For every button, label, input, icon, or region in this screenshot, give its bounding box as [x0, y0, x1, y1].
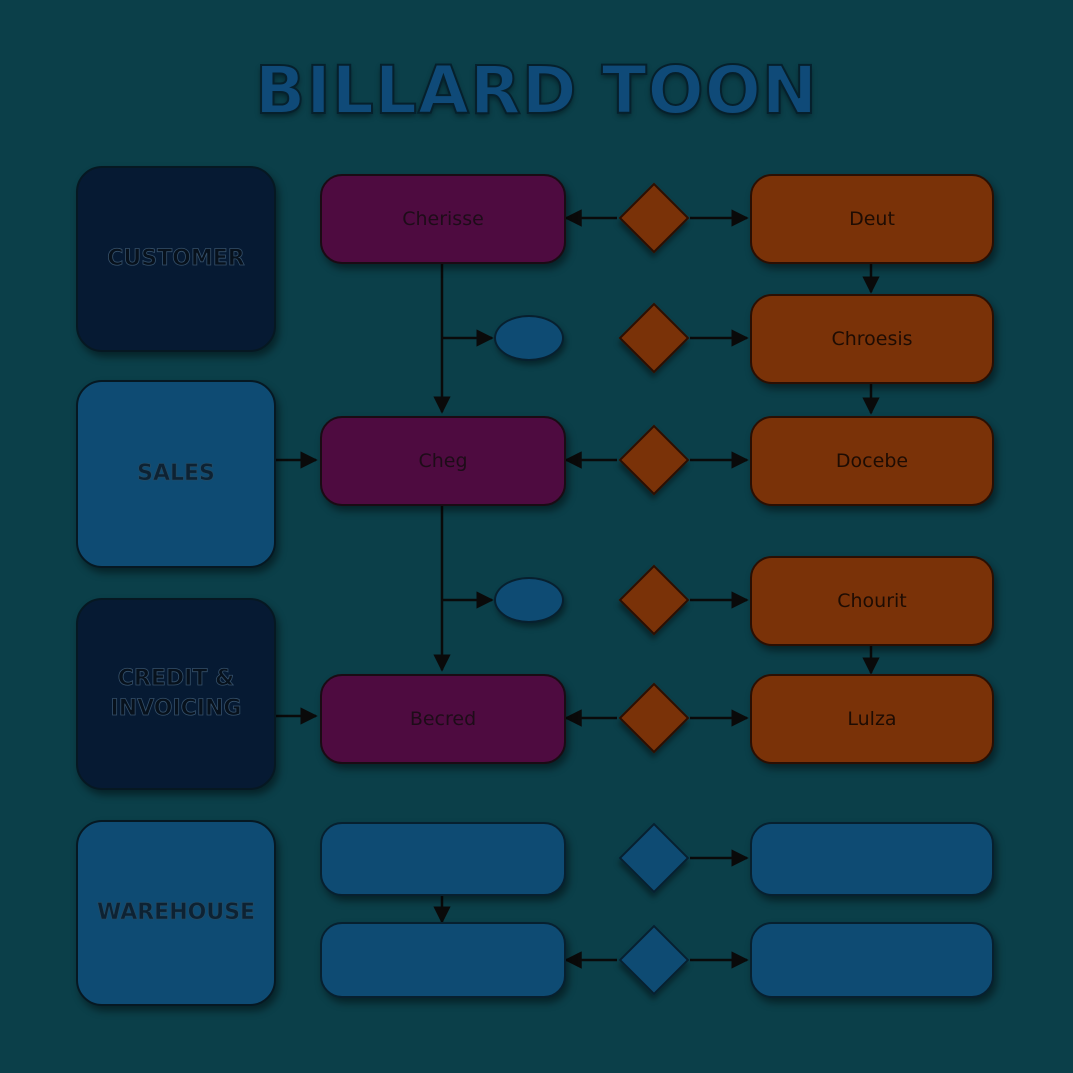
outcome-node-chourit: Chourit	[750, 556, 994, 646]
warehouse-node-left-bottom	[320, 922, 566, 998]
outcome-node-lulza: Lulza	[750, 674, 994, 764]
outcome-node-deut: Deut	[750, 174, 994, 264]
lane-customer: CUSTOMER	[76, 166, 276, 352]
warehouse-node-right-bottom	[750, 922, 994, 998]
diagram-title: BILLARD TOON	[254, 51, 819, 130]
terminator-ellipse-1	[494, 315, 564, 361]
warehouse-node-right-top	[750, 822, 994, 896]
lane-credit-invoicing: CREDIT & INVOICING	[76, 598, 276, 790]
outcome-node-docebe: Docebe	[750, 416, 994, 506]
lane-sales: SALES	[76, 380, 276, 568]
process-node-cherisse: Cherisse	[320, 174, 566, 264]
warehouse-node-left-top	[320, 822, 566, 896]
outcome-node-chroesis: Chroesis	[750, 294, 994, 384]
process-node-cheg: Cheg	[320, 416, 566, 506]
lane-warehouse: WAREHOUSE	[76, 820, 276, 1006]
terminator-ellipse-2	[494, 577, 564, 623]
process-node-becred: Becred	[320, 674, 566, 764]
